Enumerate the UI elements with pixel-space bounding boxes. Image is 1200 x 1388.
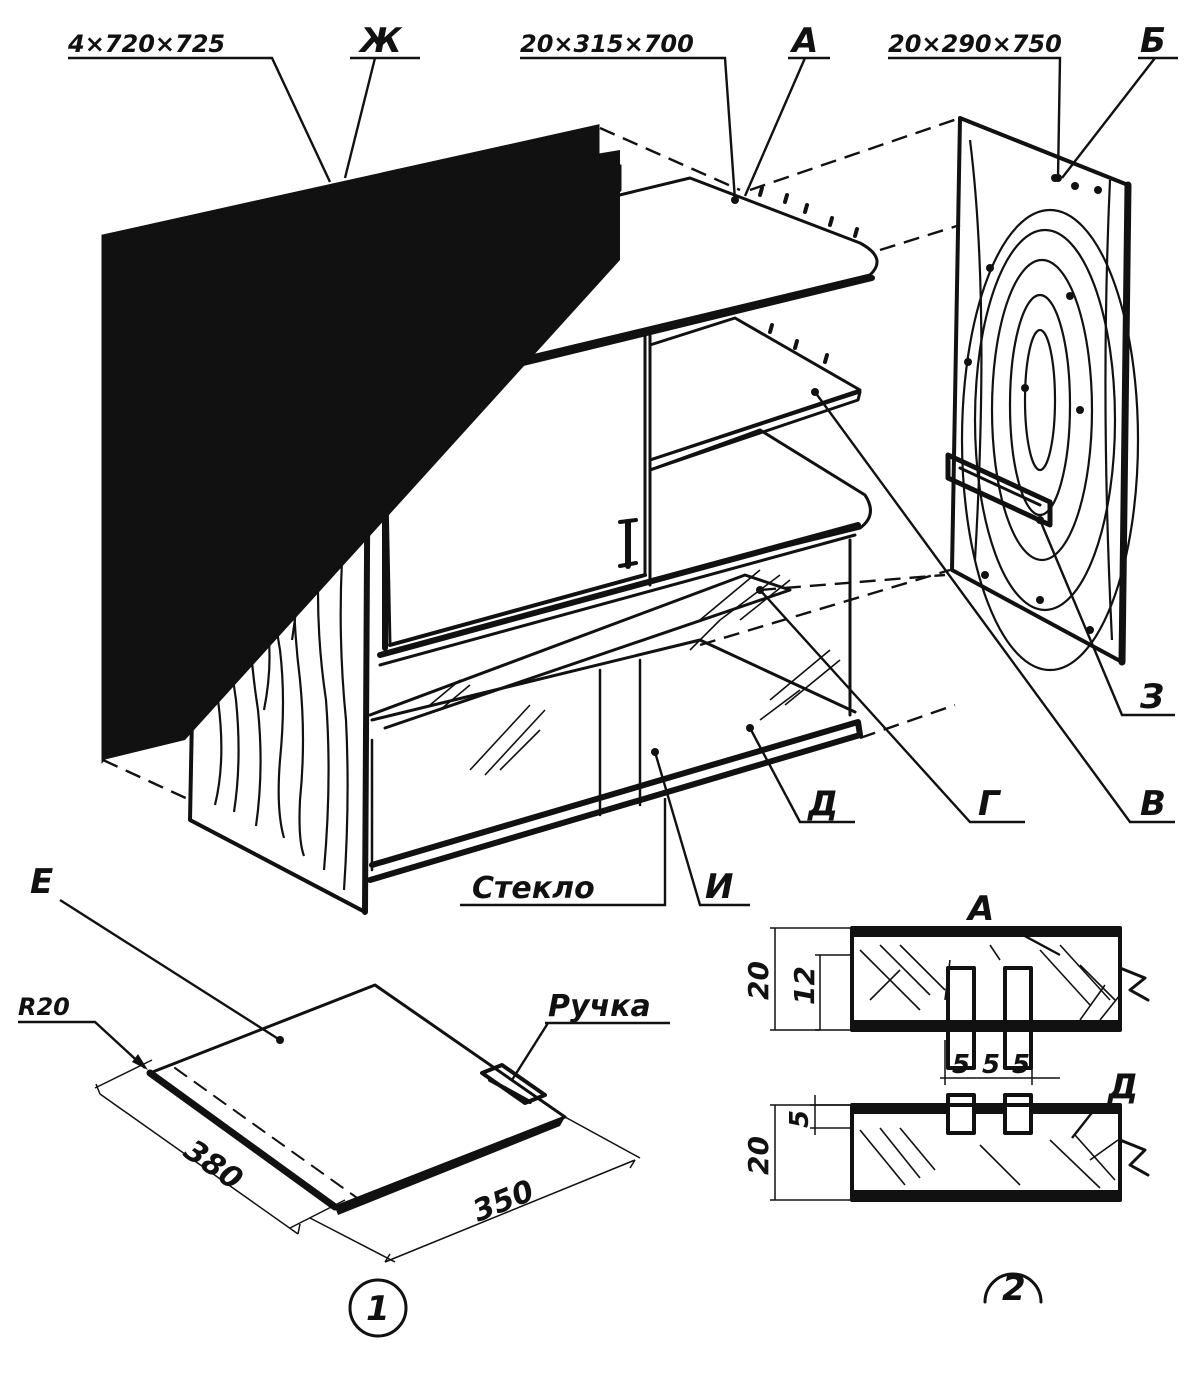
dim-length-380: 380: [177, 1133, 248, 1198]
dim-5c: 5: [1012, 1050, 1030, 1080]
cabinet-body: [367, 316, 872, 883]
label-b-dims: 20×290×750: [888, 30, 1062, 58]
door-detail-e: [18, 983, 670, 1263]
dim-5b: 5: [982, 1050, 1000, 1080]
label-zh-dims: 4×720×725: [67, 30, 225, 58]
section-dimension-lines: [770, 926, 1099, 1201]
section-label-d: Д: [1107, 1067, 1138, 1107]
section-d: [850, 1093, 1150, 1202]
label-b: Б: [1140, 21, 1166, 61]
leader-lines-figure1: [59, 56, 1178, 1042]
top-panel-a: [203, 176, 879, 397]
dim-12: 12: [788, 966, 821, 1005]
assembly-dashed-lines: [102, 116, 961, 802]
figure-2-number: 2: [1002, 1269, 1026, 1309]
label-glass: Стекло: [472, 871, 595, 906]
label-e: Е: [30, 862, 53, 902]
label-g: Г: [978, 784, 1002, 824]
figure-1-circle: [348, 1278, 408, 1338]
section-a: [850, 926, 1150, 1070]
dim-20-bottom: 20: [742, 1136, 775, 1175]
back-panel-zh: [101, 124, 622, 764]
label-i: И: [705, 867, 733, 907]
label-v: В: [1140, 784, 1166, 824]
left-side-panel: [188, 296, 374, 915]
section-label-a: А: [965, 889, 994, 929]
label-handle: Ручка: [548, 989, 651, 1024]
dim-width-350: 350: [468, 1174, 539, 1230]
label-d: Д: [807, 784, 838, 824]
right-side-panel-b: [945, 116, 1140, 672]
label-z: З: [1139, 677, 1164, 717]
label-zh: Ж: [358, 21, 403, 61]
dim-20-top: 20: [742, 961, 775, 1000]
figure-1-number: 1: [366, 1289, 390, 1329]
figure-2-circle: [983, 1272, 1043, 1304]
label-radius: R20: [18, 993, 70, 1021]
label-a-dims: 20×315×700: [520, 30, 694, 58]
dim-5a: 5: [952, 1050, 970, 1080]
leader-dots: [276, 174, 1062, 1044]
label-a: А: [789, 21, 818, 61]
dim-5-groove: 5: [785, 1110, 815, 1128]
